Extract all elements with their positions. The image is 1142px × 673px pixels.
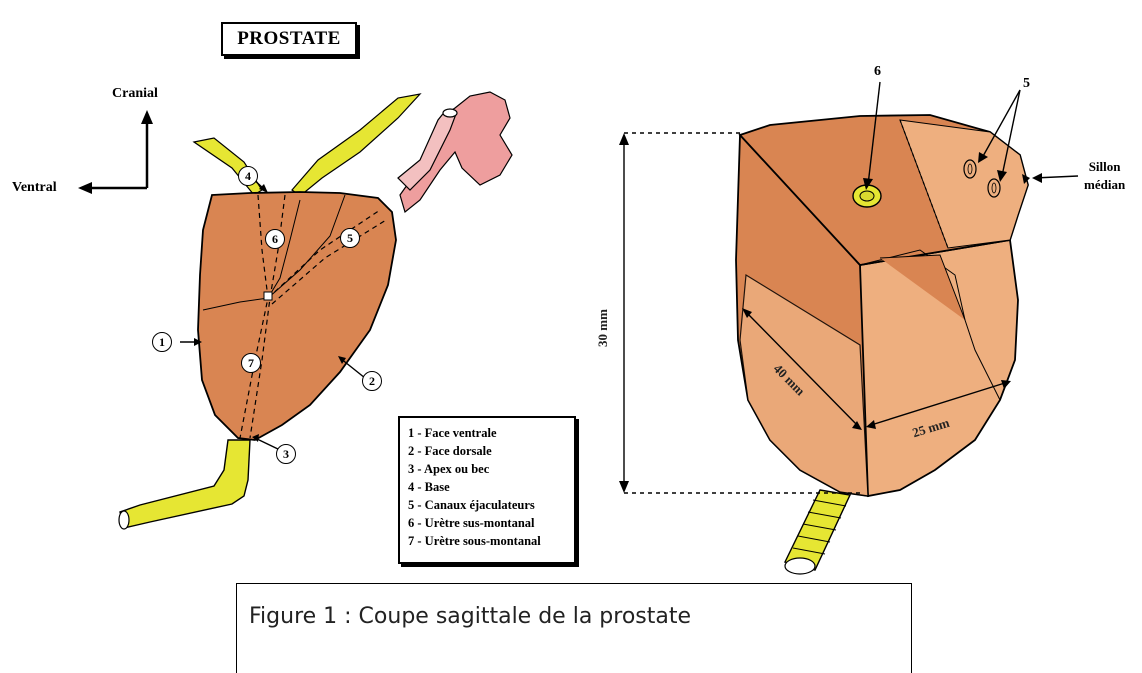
marker-right-5: 5 <box>1023 76 1030 92</box>
marker-4: 4 <box>238 166 258 186</box>
marker-1: 1 <box>152 332 172 352</box>
marker-2: 2 <box>362 371 382 391</box>
seminal-vesicle <box>400 92 512 212</box>
figure-caption: Figure 1 : Coupe sagittale de la prostat… <box>236 583 912 673</box>
legend-item-3: 3 - Apex ou bec <box>408 460 566 478</box>
marker-3: 3 <box>276 444 296 464</box>
legend-box: 1 - Face ventrale 2 - Face dorsale 3 - A… <box>398 416 576 564</box>
legend-item-7: 7 - Urètre sous-montanal <box>408 532 566 550</box>
cranial-arrowhead <box>141 110 153 124</box>
legend-item-2: 2 - Face dorsale <box>408 442 566 460</box>
prostate-left-gland <box>198 192 396 440</box>
legend-item-4: 4 - Base <box>408 478 566 496</box>
sillon-median-label: Sillon médian <box>1084 158 1125 194</box>
ventral-arrowhead <box>78 182 92 194</box>
legend-item-5: 5 - Canaux éjaculateurs <box>408 496 566 514</box>
sillon-line-1: Sillon <box>1084 158 1125 176</box>
urethra-distal <box>120 440 250 528</box>
orientation-arrows <box>88 120 147 188</box>
ventral-label: Ventral <box>12 180 57 196</box>
height-dimension-label: 30 mm <box>595 309 611 347</box>
legend-item-1: 1 - Face ventrale <box>408 424 566 442</box>
cranial-label: Cranial <box>112 86 158 102</box>
marker-5: 5 <box>340 228 360 248</box>
marker-right-6: 6 <box>874 64 881 80</box>
legend-item-6: 6 - Urètre sus-montanal <box>408 514 566 532</box>
sillon-line-2: médian <box>1084 176 1125 194</box>
marker-6: 6 <box>265 229 285 249</box>
marker-7: 7 <box>241 353 261 373</box>
